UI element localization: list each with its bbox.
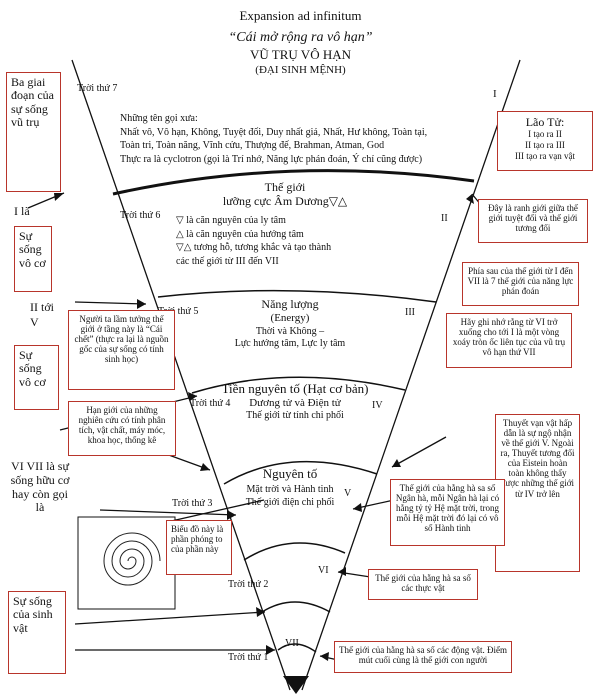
world-4-line-1: Tiền nguyên tố (Hạt cơ bản) (221, 381, 369, 396)
box-diagram: Biểu đồ này là phần phóng to của phần nà… (166, 520, 232, 575)
heaven-1: Trời thứ 1 (228, 652, 269, 663)
laotu-title: Lão Tử: (525, 115, 565, 129)
arrow-ii (74, 301, 147, 305)
world-4-line-3: Thế giới từ tính chi phối (246, 409, 344, 421)
boundary-arc-1 (112, 169, 475, 196)
box-galaxy: Thế giới của hằng hà sa số Ngân hà, mỗi … (390, 479, 505, 546)
world-2-desc: ▽ là căn nguyên của ly tâm △ là căn nguy… (176, 214, 331, 268)
heaven-4: Trời thứ 4 (190, 398, 231, 409)
arc-7 (277, 643, 317, 653)
arc-2 (157, 289, 437, 303)
label-vi-vii: VI VII là sự sống hữu cơ hay còn gọi là (10, 459, 70, 515)
world-3-line-2: (Energy) (270, 312, 310, 324)
ancient-names-line-3: Thực ra là cyclotron (gọi là Trí nhớ, Nă… (120, 153, 423, 165)
arrow-theory (391, 436, 447, 468)
world-5-line-1: Nguyên tố (262, 466, 318, 481)
heaven-7: Trời thứ 7 (77, 83, 118, 94)
world-2-line-3: ▽△ tương hỗ, tương khắc và tạo thành (176, 242, 332, 253)
world-2-line-2: △ là căn nguyên của hướng tâm (176, 228, 304, 240)
box-dead-world: Người ta lầm tưởng thế giới ở tầng này l… (68, 310, 175, 390)
label-i-la: I là (14, 204, 30, 218)
arc-5 (243, 542, 346, 561)
roman-v: V (344, 488, 352, 499)
box-living: Sự sống của sinh vật (8, 591, 66, 674)
world-2-title: Thế giới lưỡng cực Âm Dương▽△ (200, 180, 370, 209)
box-science: Hạn giới của những nghiên cứu có tính ph… (68, 401, 176, 456)
laotu-line-1: I tạo ra II (528, 129, 562, 140)
box-animals: Thế giới của hằng hà sa số các động vật.… (334, 641, 512, 673)
ancient-names-line-2: Toàn tri, Toàn năng, Vĩnh cửu, Thượng đế… (120, 140, 385, 151)
arrow-vi-vii (99, 509, 237, 516)
world-2-line-4: các thế giới từ III đến VII (176, 255, 279, 267)
box-laotu: Lão Tử: I tạo ra II II tạo ra III III tạ… (497, 111, 593, 171)
spiral-thumbnail (77, 516, 176, 610)
subtitle: VŨ TRỤ VÔ HẠN (250, 47, 351, 62)
box-inorganic-2: Sự sống vô cơ (14, 345, 59, 410)
roman-vii: VII (285, 638, 299, 649)
world-3-line-4: Lực hướng tâm, Lực ly tâm (234, 338, 346, 350)
world-5-line-2: Mặt trời và Hành tinh (246, 483, 334, 495)
laotu-line-3: III tạo ra vạn vật (515, 150, 575, 161)
subtitle-2: (ĐẠI SINH MỆNH) (255, 64, 346, 76)
ancient-names-heading: Những tên gọi xưa: (120, 113, 198, 124)
ancient-names-line-1: Nhất vô, Vô hạn, Không, Tuyệt đối, Duy n… (120, 126, 428, 138)
box-inorganic-1: Sự sống vô cơ (14, 226, 52, 292)
world-3-line-1: Năng lượng (261, 297, 319, 311)
arc-4 (223, 460, 378, 485)
world-3-line-3: Thời và Không – (255, 325, 325, 337)
arc-3 (191, 376, 406, 394)
cone-left-edge (71, 59, 291, 691)
roman-iii: III (405, 307, 415, 318)
arrow-diagram (166, 499, 265, 523)
title-vietnamese: “Cái mở rộng ra vô hạn” (228, 30, 373, 45)
world-5-line-3: Thế giới điện chi phối (245, 496, 335, 508)
world-4-line-2: Dương tử và Điện tử (249, 396, 341, 409)
box-boundary: Đây là ranh giới giữa thế giới tuyệt đối… (478, 199, 588, 243)
arc-6 (261, 601, 331, 613)
title-english: Expansion ad infinitum (239, 8, 362, 23)
heaven-3: Trời thứ 3 (172, 498, 213, 509)
box-theory: Thuyết vạn vật hấp dẫn là sự ngộ nhận về… (495, 414, 580, 572)
heaven-2: Trời thứ 2 (228, 579, 269, 590)
roman-i: I (493, 88, 497, 100)
world-3: Năng lượng (Energy) Thời và Không – Lực … (200, 297, 380, 351)
box-plants: Thế giới của hằng hà sa số các thực vật (368, 569, 478, 600)
world-4: Tiền nguyên tố (Hạt cơ bản) Dương tử và … (195, 381, 395, 422)
ancient-names: Những tên gọi xưa: Nhất vô, Vô hạn, Khôn… (120, 112, 427, 166)
arrow-living (74, 611, 266, 625)
world-5: Nguyên tố Mặt trời và Hành tinh Thế giới… (215, 466, 365, 509)
roman-vi: VI (318, 565, 329, 576)
box-remember: Hãy ghi nhớ rằng từ VI trở xuống cho tới… (446, 313, 572, 368)
world-2-subheading: lưỡng cực Âm Dương▽△ (222, 194, 348, 209)
heaven-5: Trời thứ 5 (158, 306, 199, 317)
box-below: Phía sau của thế giới từ I đến VII là 7 … (462, 262, 579, 306)
roman-ii: II (441, 213, 448, 224)
heaven-6: Trời thứ 6 (120, 210, 161, 221)
roman-iv: IV (372, 400, 383, 411)
laotu-line-2: II tạo ra III (525, 140, 565, 151)
cone-tip (283, 676, 309, 694)
world-2-heading: Thế giới (264, 180, 306, 194)
world-2-line-1: ▽ là căn nguyên của ly tâm (176, 215, 286, 226)
cone-right-edge (301, 59, 521, 691)
label-ii-toi-v: II tới V (30, 300, 55, 329)
box-three-stages: Ba giai đoạn của sự sống vũ trụ (6, 72, 61, 192)
